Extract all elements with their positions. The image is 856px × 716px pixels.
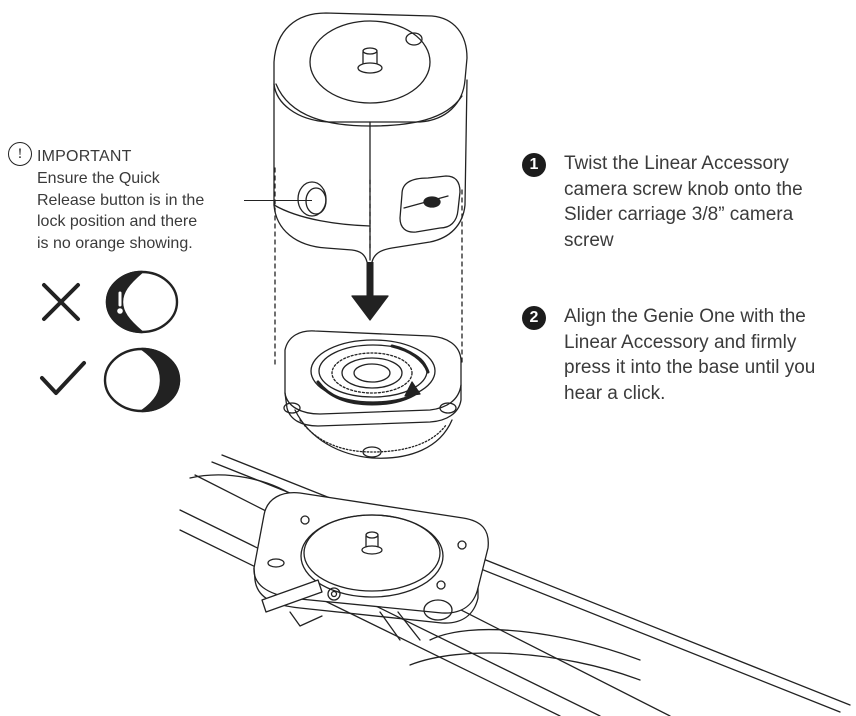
step-line: screw bbox=[564, 229, 614, 251]
step-number-badge: 2 bbox=[522, 306, 546, 330]
important-line: is no orange showing. bbox=[37, 234, 193, 252]
slider-carriage bbox=[253, 492, 489, 641]
important-line: Ensure the Quick bbox=[37, 170, 160, 187]
release-button-locked-icon bbox=[103, 347, 181, 413]
important-title: IMPORTANT bbox=[37, 148, 132, 165]
genie-one-device bbox=[273, 12, 468, 263]
step-line: Slider carriage 3/8” camera bbox=[564, 204, 794, 225]
step-line: camera screw knob onto the bbox=[564, 178, 803, 200]
check-mark-icon bbox=[40, 361, 86, 395]
exclamation-circle-icon: ! bbox=[8, 142, 32, 166]
step-line: press it into the base until you bbox=[564, 357, 816, 378]
step-text: Twist the Linear Accessory camera screw … bbox=[564, 151, 856, 253]
step-line: Twist the Linear Accessory bbox=[564, 153, 789, 174]
important-body: Ensure the Quick Release button is in th… bbox=[37, 168, 247, 254]
down-arrow-icon bbox=[351, 262, 389, 321]
step-text: Align the Genie One with the Linear Acce… bbox=[564, 304, 856, 406]
step-line: Linear Accessory and firmly bbox=[564, 331, 797, 353]
linear-accessory bbox=[283, 330, 462, 459]
release-button-unlocked-icon bbox=[105, 270, 179, 334]
step-line: Align the Genie One with the bbox=[564, 306, 806, 327]
important-line: lock position and there bbox=[37, 213, 198, 230]
leader-line bbox=[244, 200, 312, 201]
x-mark-icon bbox=[42, 283, 80, 321]
important-line: Release button is in the bbox=[37, 191, 205, 209]
step-line: hear a click. bbox=[564, 382, 666, 404]
step-number-badge: 1 bbox=[522, 153, 546, 177]
